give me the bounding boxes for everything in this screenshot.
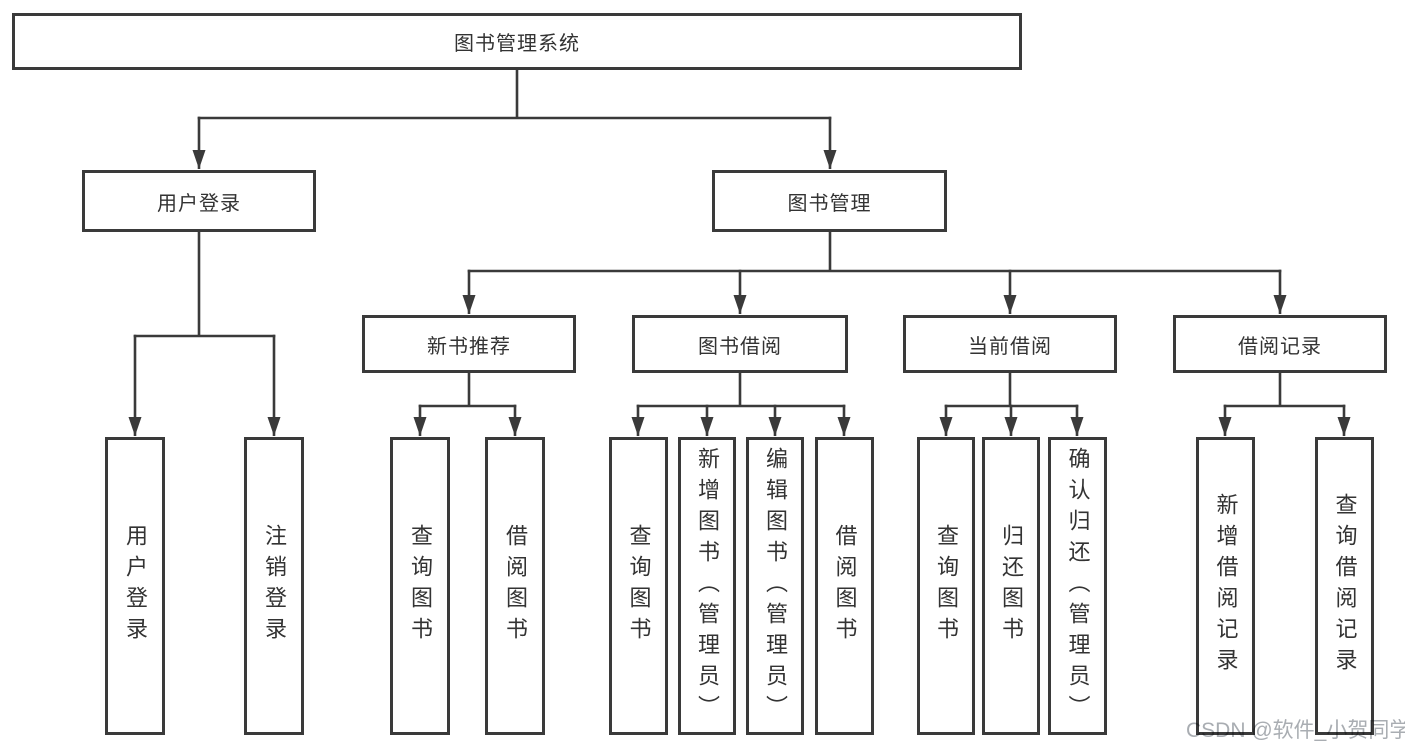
leaf-user-login: 用户登录 bbox=[105, 437, 165, 735]
connector-root-to-level2 bbox=[192, 70, 837, 169]
node-library-system: 图书管理系统 bbox=[12, 13, 1022, 70]
node-book-management: 图书管理 bbox=[712, 170, 947, 232]
leaf-borrow-edit-books-admin: 编辑图书（管理员） bbox=[746, 437, 804, 735]
leaf-record-add-borrow-record: 新增借阅记录 bbox=[1196, 437, 1255, 735]
connector-book-mgmt-to-level3 bbox=[462, 232, 1287, 314]
leaf-borrow-query-books: 查询图书 bbox=[609, 437, 668, 735]
node-borrow-record: 借阅记录 bbox=[1173, 315, 1387, 373]
connector-new-book-branch bbox=[413, 373, 522, 436]
node-book-borrow: 图书借阅 bbox=[632, 315, 848, 373]
leaf-newbook-query-books: 查询图书 bbox=[390, 437, 450, 735]
leaf-current-query-books: 查询图书 bbox=[917, 437, 975, 735]
connector-book-borrow-branch bbox=[631, 373, 851, 436]
leaf-newbook-borrow-books: 借阅图书 bbox=[485, 437, 545, 735]
leaf-current-confirm-return-admin: 确认归还（管理员） bbox=[1048, 437, 1107, 735]
leaf-record-query-borrow-record: 查询借阅记录 bbox=[1315, 437, 1374, 735]
node-user-login: 用户登录 bbox=[82, 170, 316, 232]
node-current-borrow: 当前借阅 bbox=[903, 315, 1117, 373]
connector-user-login-branch bbox=[128, 232, 281, 436]
leaf-borrow-borrow-books: 借阅图书 bbox=[815, 437, 874, 735]
connector-current-borrow-branch bbox=[939, 373, 1084, 436]
leaf-borrow-add-books-admin: 新增图书（管理员） bbox=[678, 437, 736, 735]
connector-borrow-record-branch bbox=[1218, 373, 1351, 436]
leaf-logout: 注销登录 bbox=[244, 437, 304, 735]
node-new-book-recommend: 新书推荐 bbox=[362, 315, 576, 373]
csdn-watermark: CSDN @软件_小贺同学 bbox=[1186, 719, 1405, 742]
leaf-current-return-books: 归还图书 bbox=[982, 437, 1040, 735]
